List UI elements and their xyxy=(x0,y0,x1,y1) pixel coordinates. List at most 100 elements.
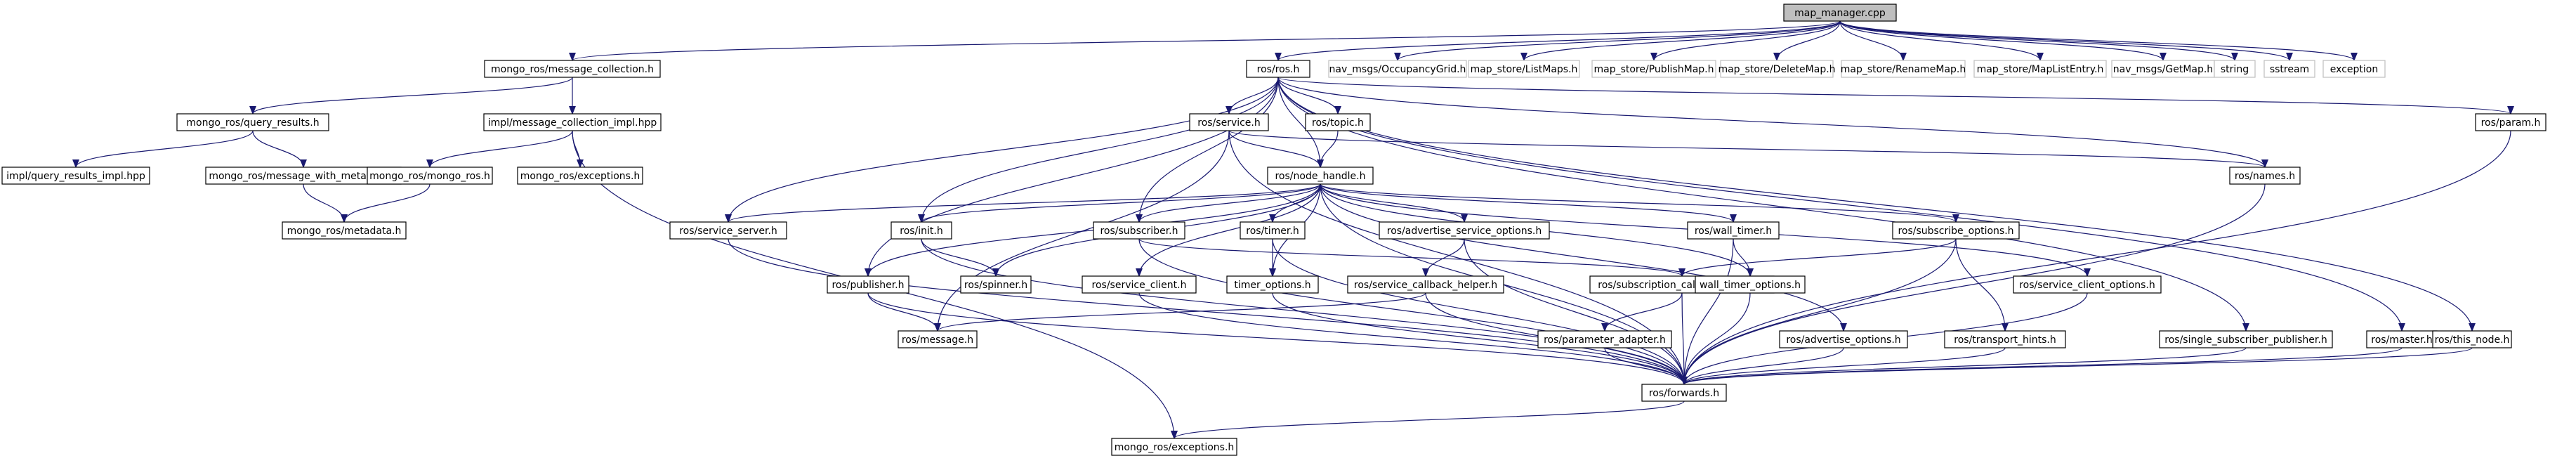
edge-names-h-to-forwards-h xyxy=(1684,183,2266,384)
node-service-client-h[interactable]: ros/service_client.h xyxy=(1082,275,1197,294)
node-service-client-options-h[interactable]: ros/service_client_options.h xyxy=(2013,275,2162,294)
node-query-results-h[interactable]: mongo_ros/query_results.h xyxy=(176,113,329,131)
node-message-h[interactable]: ros/message.h xyxy=(898,330,978,348)
node-param-h[interactable]: ros/param.h xyxy=(2475,113,2547,131)
node-advertise-options-h[interactable]: ros/advertise_options.h xyxy=(1779,330,1908,348)
node-label: ros/ros.h xyxy=(1257,64,1300,75)
node-node-handle-h[interactable]: ros/node_handle.h xyxy=(1267,167,1374,185)
node-mongo-exceptions-bottom-h[interactable]: mongo_ros/exceptions.h xyxy=(1111,438,1237,456)
node-advertise-service-options-h[interactable]: ros/advertise_service_options.h xyxy=(1379,221,1550,240)
edge-map-manager-cpp-to-rename-map-h xyxy=(1839,20,1903,61)
edge-subscription-callback-helper-h-to-forwards-h xyxy=(1682,292,1684,384)
node-label: map_manager.cpp xyxy=(1794,8,1886,19)
node-mongo-ros-h[interactable]: mongo_ros/mongo_ros.h xyxy=(367,167,493,185)
edge-advertise-service-options-h-to-service-callback-helper-h xyxy=(1426,238,1465,277)
edge-publisher-h-to-forwards-h xyxy=(867,292,1684,384)
node-label: mongo_ros/mongo_ros.h xyxy=(369,171,490,182)
edge-map-manager-cpp-to-get-map-h xyxy=(1839,20,2163,61)
node-service-h[interactable]: ros/service.h xyxy=(1189,113,1269,131)
node-label: impl/query_results_impl.hpp xyxy=(6,171,145,182)
node-service-callback-helper-h[interactable]: ros/service_callback_helper.h xyxy=(1347,275,1504,294)
node-init-h[interactable]: ros/init.h xyxy=(891,221,952,240)
node-box xyxy=(891,221,952,240)
node-service-server-h[interactable]: ros/service_server.h xyxy=(669,221,787,240)
node-box xyxy=(669,221,787,240)
node-box xyxy=(1468,60,1580,78)
edge-node-handle-h-to-wall-timer-h xyxy=(1320,183,1733,223)
node-label: ros/transport_hints.h xyxy=(1954,334,2056,346)
edge-ros-h-to-subscriber-h xyxy=(1139,77,1279,222)
edge-service-server-h-to-forwards-h xyxy=(728,238,1684,384)
node-message-collection-h[interactable]: mongo_ros/message_collection.h xyxy=(484,60,661,78)
node-get-map-h[interactable]: nav_msgs/GetMap.h xyxy=(2111,60,2215,78)
node-timer-options-h[interactable]: timer_options.h xyxy=(1226,275,1319,294)
node-label: ros/subscribe_options.h xyxy=(1898,226,2013,237)
node-single-subscriber-publisher-h[interactable]: ros/single_subscriber_publisher.h xyxy=(2159,330,2333,348)
node-label: ros/advertise_options.h xyxy=(1786,334,1900,346)
node-box xyxy=(1093,221,1185,240)
node-label: mongo_ros/message_collection.h xyxy=(491,64,654,75)
edge-master-h-to-forwards-h xyxy=(1684,347,2403,385)
node-box xyxy=(827,275,909,294)
node-delete-map-h[interactable]: map_store/DeleteMap.h xyxy=(1718,60,1836,78)
node-box xyxy=(1841,60,1966,78)
node-ros-h[interactable]: ros/ros.h xyxy=(1246,60,1310,78)
node-box xyxy=(2013,275,2162,294)
node-box xyxy=(2366,330,2438,348)
node-wall-timer-h[interactable]: ros/wall_timer.h xyxy=(1687,221,1780,240)
node-label: ros/advertise_service_options.h xyxy=(1387,226,1542,237)
node-box xyxy=(176,113,329,131)
edge-forwards-h-to-mongo-exceptions-bottom-h xyxy=(1174,400,1685,439)
edge-ros-h-to-init-h xyxy=(921,77,1279,222)
edge-subscribe-options-h-to-forwards-h xyxy=(1684,238,1957,384)
node-label: impl/message_collection_impl.hpp xyxy=(488,117,657,129)
node-topic-h[interactable]: ros/topic.h xyxy=(1305,113,1371,131)
node-box xyxy=(2432,330,2512,348)
edge-this-node-h-to-forwards-h xyxy=(1684,347,2473,385)
node-string[interactable]: string xyxy=(2214,60,2256,78)
node-label: ros/subscriber.h xyxy=(1100,226,1178,237)
node-label: ros/service_callback_helper.h xyxy=(1354,280,1497,291)
edge-map-manager-cpp-to-message-collection-h xyxy=(572,20,1841,61)
node-spinner-h[interactable]: ros/spinner.h xyxy=(960,275,1032,294)
node-parameter-adapter-h[interactable]: ros/parameter_adapter.h xyxy=(1537,330,1672,348)
node-map-list-entry-h[interactable]: map_store/MapListEntry.h xyxy=(1973,60,2107,78)
node-sstream[interactable]: sstream xyxy=(2263,60,2315,78)
edge-ros-h-to-param-h xyxy=(1277,77,2511,115)
edge-single-subscriber-publisher-h-to-forwards-h xyxy=(1684,347,2247,385)
node-subscriber-h[interactable]: ros/subscriber.h xyxy=(1093,221,1185,240)
node-box xyxy=(1111,438,1237,456)
node-list-maps-h[interactable]: map_store/ListMaps.h xyxy=(1468,60,1580,78)
node-box xyxy=(2263,60,2315,78)
node-label: ros/wall_timer.h xyxy=(1695,226,1772,237)
node-box xyxy=(2229,167,2301,185)
node-box xyxy=(367,167,493,185)
node-rename-map-h[interactable]: map_store/RenameMap.h xyxy=(1841,60,1966,78)
node-names-h[interactable]: ros/names.h xyxy=(2229,167,2301,185)
node-message-collection-impl-hpp[interactable]: impl/message_collection_impl.hpp xyxy=(483,113,662,131)
node-label: map_store/MapListEntry.h xyxy=(1977,64,2104,75)
edge-subscribe-options-h-to-transport-hints-h xyxy=(1955,238,2005,331)
node-occupancy-grid-h[interactable]: nav_msgs/OccupancyGrid.h xyxy=(1328,60,1467,78)
node-metadata-h[interactable]: mongo_ros/metadata.h xyxy=(282,221,407,240)
node-publisher-h[interactable]: ros/publisher.h xyxy=(827,275,909,294)
node-timer-h[interactable]: ros/timer.h xyxy=(1240,221,1306,240)
node-box xyxy=(1973,60,2107,78)
node-forwards-h[interactable]: ros/forwards.h xyxy=(1641,384,1727,402)
edge-topic-h-to-node-handle-h xyxy=(1320,130,1339,167)
edge-node-handle-h-to-service-server-h xyxy=(728,183,1321,223)
node-map-manager-cpp[interactable]: map_manager.cpp xyxy=(1783,4,1897,22)
node-exception[interactable]: exception xyxy=(2322,60,2386,78)
edge-wall-timer-h-to-forwards-h xyxy=(1684,238,1734,384)
edge-subscriber-h-to-forwards-h xyxy=(1138,238,1684,384)
node-box xyxy=(1892,221,2020,240)
node-publish-map-h[interactable]: map_store/PublishMap.h xyxy=(1591,60,1716,78)
node-transport-hints-h[interactable]: ros/transport_hints.h xyxy=(1944,330,2066,348)
node-label: map_store/RenameMap.h xyxy=(1841,64,1966,75)
node-this-node-h[interactable]: ros/this_node.h xyxy=(2432,330,2512,348)
node-wall-timer-options-h[interactable]: wall_timer_options.h xyxy=(1695,275,1806,294)
node-master-h[interactable]: ros/master.h xyxy=(2366,330,2438,348)
node-subscribe-options-h[interactable]: ros/subscribe_options.h xyxy=(1892,221,2020,240)
node-mongo-exceptions-top-h[interactable]: mongo_ros/exceptions.h xyxy=(517,167,643,185)
node-query-results-impl-hpp[interactable]: impl/query_results_impl.hpp xyxy=(1,167,150,185)
